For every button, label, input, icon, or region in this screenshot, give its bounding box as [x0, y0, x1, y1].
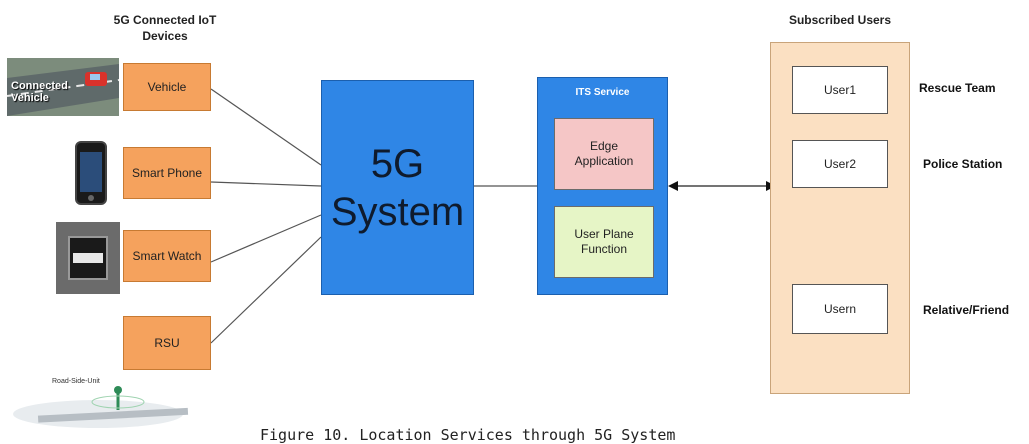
- device-smart-watch: Smart Watch: [123, 230, 211, 282]
- line-watch-to-5g: [210, 214, 322, 263]
- user-plane-function-box: User Plane Function: [554, 206, 654, 278]
- line-phone-to-5g: [210, 181, 322, 187]
- edge-application-box: Edge Application: [554, 118, 654, 190]
- vehicle-image-text: Connected Vehicle: [11, 80, 68, 104]
- road-icon: [7, 58, 119, 116]
- devices-header: 5G Connected IoT Devices: [113, 13, 217, 43]
- its-service-block: ITS Service Edge Application User Plane …: [537, 77, 668, 295]
- device-vehicle: Vehicle: [123, 63, 211, 111]
- role-relative-friend: Relative/Friend: [923, 303, 1010, 317]
- user-box-user2: User2: [792, 140, 888, 188]
- figure-caption: Figure 10. Location Services through 5G …: [260, 426, 676, 444]
- role-police-station: Police Station: [923, 157, 1003, 171]
- 5g-system-line1: 5G: [370, 141, 425, 186]
- user-box-usern: Usern: [792, 284, 888, 334]
- role-rescue-team: Rescue Team: [919, 81, 996, 95]
- connected-vehicle-image: Connected Vehicle: [7, 58, 119, 116]
- rsu-scene-icon: [13, 386, 189, 428]
- device-rsu: RSU: [123, 316, 211, 370]
- 5g-system-block: 5G System: [321, 80, 474, 295]
- road-side-unit-image: Road-Side-Unit: [8, 378, 208, 438]
- rsu-image-text: Road-Side-Unit: [52, 378, 100, 385]
- smartphone-image: [75, 141, 107, 205]
- device-smart-phone: Smart Phone: [123, 147, 211, 199]
- line-vehicle-to-5g: [210, 88, 322, 166]
- user-box-user1: User1: [792, 66, 888, 114]
- its-service-title: ITS Service: [575, 87, 630, 98]
- line-rsu-to-5g: [210, 236, 322, 344]
- smartwatch-image: [56, 222, 120, 294]
- subscribed-users-header: Subscribed Users: [788, 13, 892, 27]
- arrowhead-left: [668, 181, 678, 191]
- 5g-system-line2: System: [330, 189, 465, 234]
